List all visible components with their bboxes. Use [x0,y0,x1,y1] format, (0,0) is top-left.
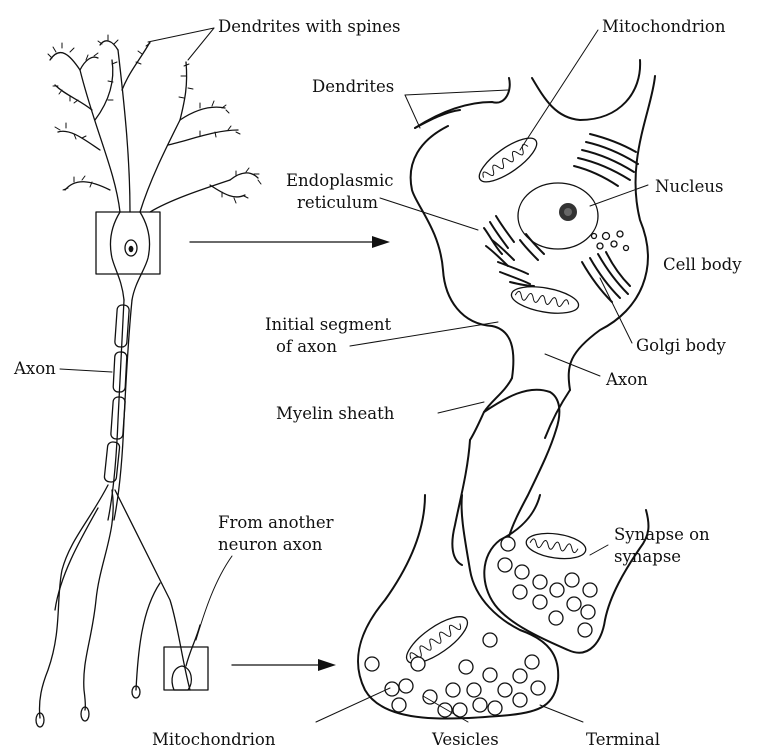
label-synapse: synapse [614,547,681,566]
label-synapse-on: Synapse on [614,525,710,544]
label-vesicles: Vesicles [431,730,499,749]
axon-branches [39,485,190,718]
label-mitochondrion-top: Mitochondrion [602,17,726,36]
label-myelin-sheath: Myelin sheath [276,404,395,423]
label-reticulum: reticulum [297,193,378,212]
myelin-detail [484,390,559,540]
labels: Dendrites with spines Axon Mitochondrion… [13,17,742,749]
cell-body-box [96,212,160,274]
cell-body-detail [411,60,655,565]
axon-shaft [108,300,132,520]
synaptic-vesicles [365,537,597,717]
mitochondrion-upper [473,131,542,190]
label-nucleus: Nucleus [655,177,723,196]
label-cell-body: Cell body [663,255,742,274]
golgi-vesicles [592,231,629,251]
arrow-to-cell-body [190,236,390,248]
label-of-axon: of axon [276,337,337,356]
label-endoplasmic: Endoplasmic [286,171,393,190]
dendrite-tree [50,41,258,212]
label-from-another: From another [218,513,334,532]
terminal-box [164,647,208,690]
dendrite-spines [48,35,261,203]
label-initial-segment: Initial segment [265,315,392,334]
label-axon-right: Axon [605,370,648,389]
upper-terminal-mitochondrion [525,530,588,562]
label-terminal: Terminal [586,730,660,749]
arrow-to-synapse [232,659,336,671]
label-dendrites-with-spines: Dendrites with spines [218,17,401,36]
label-neuron-axon: neuron axon [218,535,323,554]
whole-neuron [36,35,261,727]
golgi-upper [574,134,638,186]
label-mitochondrion-bottom: Mitochondrion [152,730,276,749]
label-dendrites: Dendrites [312,77,394,96]
label-golgi-body: Golgi body [636,336,727,355]
label-axon-left: Axon [13,359,56,378]
mitochondrion-lower [509,282,580,317]
endoplasmic-reticulum [484,216,544,286]
golgi-body [582,252,630,302]
cell-body-outline [411,60,655,390]
upper-terminal-outline [484,495,648,653]
synapse-detail [358,495,649,719]
